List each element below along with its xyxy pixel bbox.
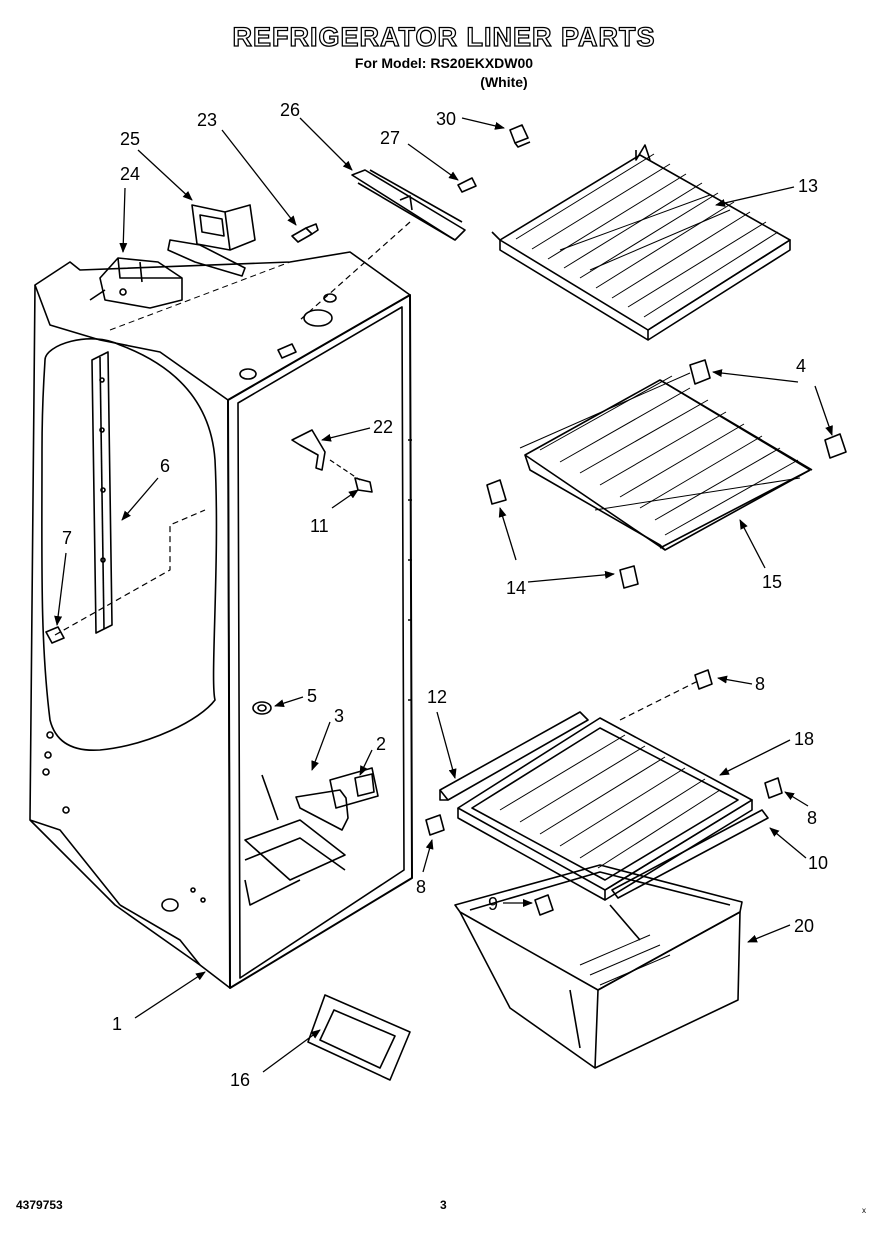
callout-13: 13 (798, 176, 818, 196)
shelf-supports (486, 359, 847, 589)
callout-8-right: 8 (807, 808, 817, 828)
liner-cabinet (29, 251, 413, 989)
callout-18: 18 (794, 729, 814, 749)
screw-23 (291, 223, 319, 243)
part-number: 4379753 (16, 1198, 63, 1212)
callout-1: 1 (112, 1014, 122, 1034)
model-line: For Model: RS20EKXDW00 (354, 55, 534, 71)
callout-8-left: 8 (416, 877, 426, 897)
callout-20: 20 (794, 916, 814, 936)
screw-11 (354, 477, 373, 493)
screw-27 (457, 177, 477, 193)
callout-9: 9 (488, 894, 498, 914)
pins-8-9 (425, 669, 783, 916)
leader-lines (54, 117, 833, 1073)
callout-24: 24 (120, 164, 140, 184)
bracket-22 (291, 429, 361, 481)
callout-4: 4 (796, 356, 806, 376)
shelf-13 (491, 144, 791, 341)
callout-14: 14 (506, 578, 526, 598)
callout-16: 16 (230, 1070, 250, 1090)
callout-3: 3 (334, 706, 344, 726)
screw-7 (45, 626, 65, 644)
callout-12: 12 (427, 687, 447, 707)
callout-23: 23 (197, 110, 217, 130)
color-line: (White) (480, 74, 528, 90)
page-number: 3 (440, 1198, 447, 1212)
clip-30 (509, 124, 531, 148)
diagram-title: REFRIGERATOR LINER PARTS (232, 21, 656, 52)
callout-5: 5 (307, 686, 317, 706)
plug-5 (252, 701, 272, 715)
callout-27: 27 (380, 128, 400, 148)
callout-15: 15 (762, 572, 782, 592)
shelf-15 (519, 372, 813, 551)
callout-30: 30 (436, 109, 456, 129)
callout-2: 2 (376, 734, 386, 754)
callout-26: 26 (280, 100, 300, 120)
callout-8-upper: 8 (755, 674, 765, 694)
callout-6: 6 (160, 456, 170, 476)
brackets-2-3 (295, 767, 379, 831)
trim-12 (439, 679, 701, 801)
drawer-20 (454, 864, 743, 1069)
callout-22: 22 (373, 417, 393, 437)
trim-16 (307, 994, 411, 1081)
callout-25: 25 (120, 129, 140, 149)
callout-11: 11 (310, 516, 329, 536)
corner-mark: x (862, 1206, 866, 1215)
callout-10: 10 (808, 853, 828, 873)
trim-10 (611, 809, 769, 899)
rail-26 (299, 169, 466, 321)
callout-7: 7 (62, 528, 72, 548)
control-housing (89, 257, 183, 309)
bracket-25 (167, 204, 256, 277)
